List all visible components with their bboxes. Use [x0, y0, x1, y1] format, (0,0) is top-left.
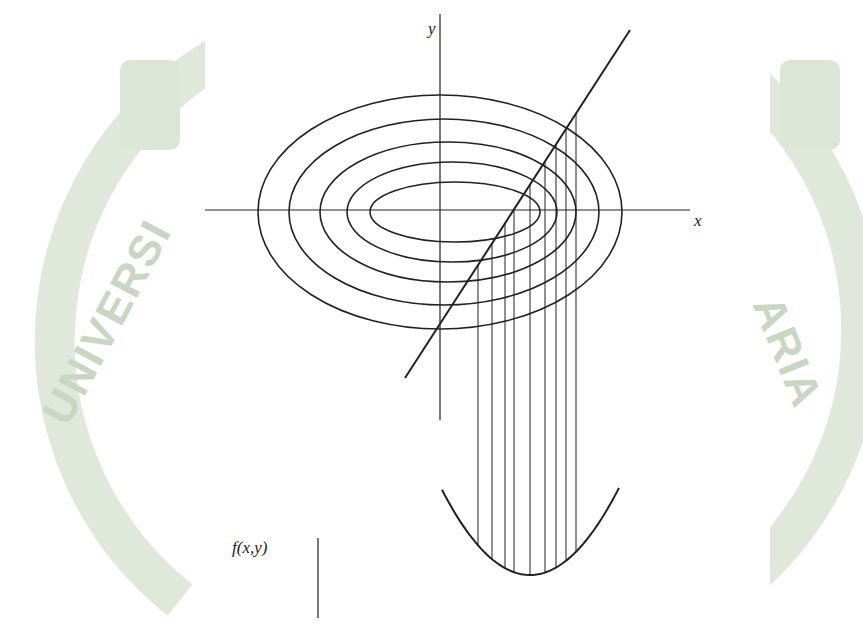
contour-ellipse [258, 95, 622, 329]
projection-line [576, 113, 577, 551]
projection-line [478, 265, 479, 545]
contour-ellipse [320, 142, 576, 282]
contour-ellipse [289, 119, 599, 305]
axis-label: y [428, 20, 436, 37]
f-axis [317, 538, 318, 618]
projection-line [505, 223, 506, 568]
projection-line [545, 161, 546, 572]
y-axis [439, 14, 440, 420]
axis-label: x [694, 212, 702, 229]
projection-line [492, 243, 493, 559]
projection-line [566, 129, 567, 561]
projection-line [514, 209, 515, 572]
projection-line [556, 144, 557, 567]
x-axis [205, 209, 690, 210]
constraint-line [405, 30, 630, 378]
white-panel [205, 8, 770, 624]
axis-label: f(x,y) [232, 539, 267, 556]
contour-ellipse [347, 162, 557, 262]
projection-line [530, 185, 531, 575]
